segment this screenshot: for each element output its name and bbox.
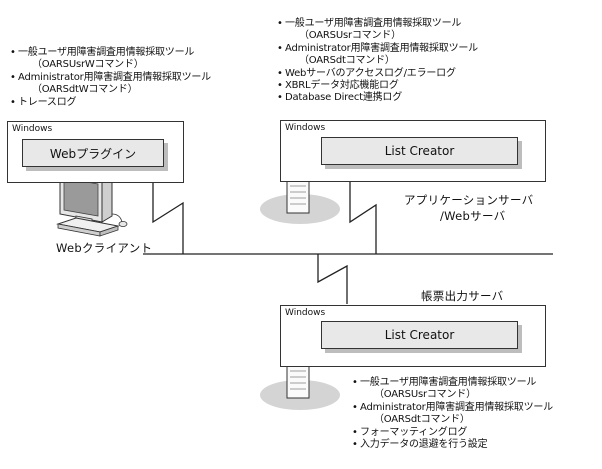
client-windows-box: Windows Webプラグイン [7,121,184,183]
web-plugin-box: Webプラグイン [22,139,164,167]
formserver-note-item: Administrator用障害調査用情報採取ツール [352,402,553,415]
appserver-note-item: （OARSUsrコマンド） [299,30,401,42]
client-note-item: 一般ユーザ用障害調査用情報採取ツール [10,47,211,60]
appserver-caption-line2: /Webサーバ [440,209,506,223]
formserver-note-item: 入力データの退避を行う設定 [352,439,553,452]
appserver-note-item: 一般ユーザ用障害調査用情報採取ツール [277,18,478,31]
formserver-caption: 帳票出力サーバ [421,289,504,303]
formserver-listcreator-label: List Creator [384,328,455,342]
appserver-note-item: Administrator用障害調査用情報採取ツール [277,43,478,56]
appserver-notes-list: 一般ユーザ用障害調査用情報採取ツール （OARSUsrコマンド） Adminis… [277,18,478,105]
client-caption: Webクライアント [56,241,153,255]
formserver-listcreator-box: List Creator [321,321,518,349]
appserver-note-item: （OARSdtコマンド） [299,55,395,67]
appserver-note-item: Database Direct連携ログ [277,92,478,105]
formserver-note-item: （OARSUsrコマンド） [374,389,476,401]
appserver-note-item: Webサーバのアクセスログ/エラーログ [277,68,478,81]
formserver-notes-list: 一般ユーザ用障害調査用情報採取ツール （OARSUsrコマンド） Adminis… [352,377,553,452]
formserver-note-item: フォーマッティングログ [352,427,553,440]
formserver-note-item: 一般ユーザ用障害調査用情報採取ツール [352,377,553,390]
appserver-os-label: Windows [285,123,326,133]
client-note-item: トレースログ [10,97,211,110]
client-note-item: （OARSUsrWコマンド） [32,59,144,71]
client-connection [152,182,184,254]
formserver-note-item: （OARSdtコマンド） [374,414,470,426]
client-note-item: （OARSdtWコマンド） [32,84,138,96]
web-plugin-label: Webプラグイン [49,146,137,161]
formserver-windows-box: Windows List Creator [280,305,546,367]
appserver-note-item: XBRLデータ対応機能ログ [277,80,478,93]
appserver-connection [349,180,377,254]
appserver-caption-line1: アプリケーションサーバ [404,193,534,207]
client-notes-list: 一般ユーザ用障害調査用情報採取ツール （OARSUsrWコマンド） Admini… [10,47,211,109]
client-note-item: Administrator用障害調査用情報採取ツール [10,72,211,85]
client-os-label: Windows [12,124,53,134]
formserver-os-label: Windows [285,308,326,318]
appserver-windows-box: Windows List Creator [280,120,546,182]
appserver-listcreator-box: List Creator [321,137,518,165]
appserver-listcreator-label: List Creator [384,144,455,158]
formserver-connection [317,254,348,304]
